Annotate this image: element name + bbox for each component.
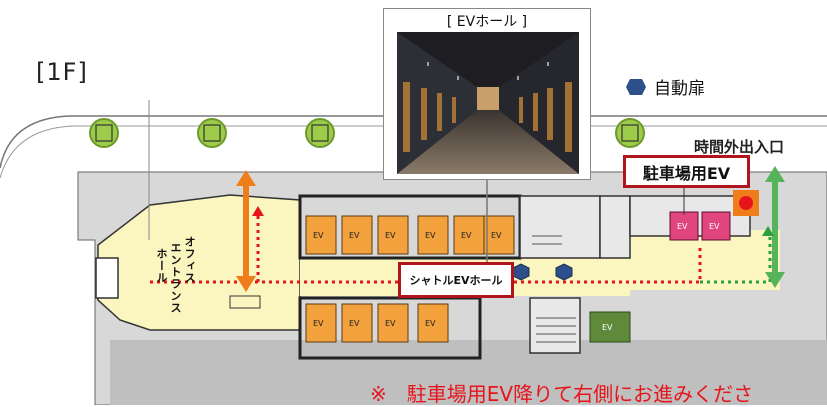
night-entrance-label: 時間外出入口 bbox=[694, 138, 785, 156]
hexagon-icon bbox=[626, 78, 646, 95]
office-entrance-label: オフィス エントランス ホール bbox=[150, 236, 196, 326]
office-label-line3: ホール bbox=[155, 248, 168, 284]
notice-text: ※ 駐車場用EV降りて右側にお進みくださ bbox=[370, 382, 754, 406]
parking-elevator bbox=[669, 211, 699, 241]
trees bbox=[89, 118, 645, 148]
elevator-bank-lower bbox=[305, 303, 449, 343]
elevator-bank-upper bbox=[305, 215, 515, 255]
floor-label: [1F] bbox=[36, 58, 88, 86]
ev-hall-photo-frame: [ EVホール ] bbox=[383, 8, 591, 180]
ev-hall-photo bbox=[397, 32, 579, 174]
office-label-line1: オフィス bbox=[183, 236, 196, 284]
parking-ev-label: 駐車場用EV bbox=[642, 163, 731, 183]
photo-title: [ EVホール ] bbox=[446, 14, 528, 30]
street-outline-inner bbox=[0, 125, 827, 179]
office-label-line2: エントランス bbox=[169, 242, 182, 314]
street-outline bbox=[0, 115, 827, 169]
parking-ev-callout: 駐車場用EV bbox=[623, 155, 750, 188]
automatic-door-markers bbox=[512, 263, 573, 281]
legend-label: 自動扉 bbox=[654, 79, 705, 99]
route-green bbox=[700, 236, 772, 284]
legend: 自動扉 bbox=[626, 74, 705, 99]
orange-arrow bbox=[236, 170, 256, 292]
parking-elevator bbox=[701, 211, 731, 241]
green-arrow bbox=[765, 166, 785, 288]
service-elevator bbox=[589, 311, 631, 343]
shuttle-ev-hall-label: シャトルEVホール bbox=[409, 274, 503, 287]
shuttle-ev-hall-callout: シャトルEVホール bbox=[398, 262, 514, 298]
